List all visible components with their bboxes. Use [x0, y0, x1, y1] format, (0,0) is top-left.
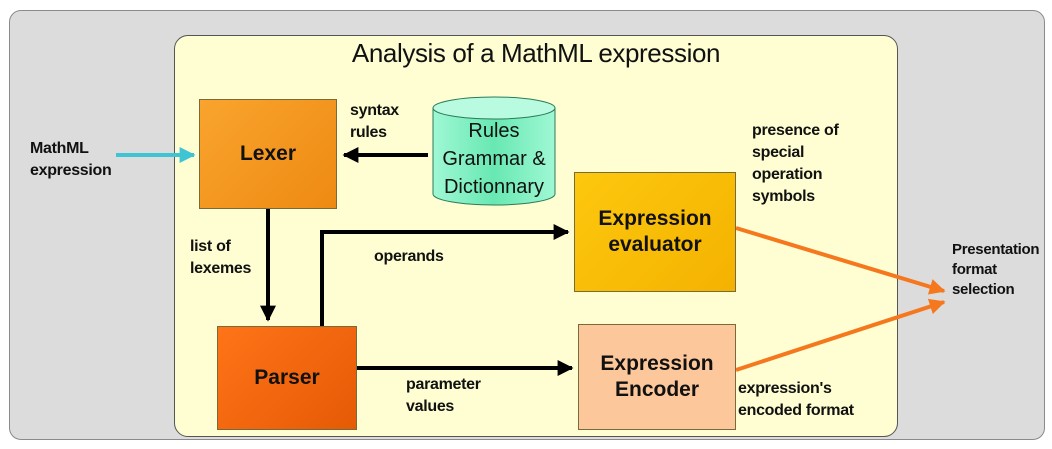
- lexer-box: Lexer: [199, 99, 337, 209]
- diagram-title: Analysis of a MathML expression: [351, 38, 721, 68]
- operands-label: operands: [374, 248, 444, 265]
- lexer-label: Lexer: [239, 141, 297, 165]
- encoded-format-label: expression's encoded format: [738, 380, 854, 419]
- encoder-output-arrow: [735, 298, 946, 372]
- parser-label: Parser: [254, 365, 320, 389]
- expression-evaluator-box: Expression evaluator: [574, 172, 736, 292]
- list-of-lexemes-label: list of lexemes: [190, 238, 252, 277]
- parameter-values-label: parameter values: [406, 376, 481, 415]
- input-label: MathML expression: [30, 140, 112, 179]
- output-label: Presentation format selection: [952, 241, 1040, 298]
- evaluator-label: Expression evaluator: [598, 206, 712, 256]
- special-symbols-label: presence of special operation symbols: [752, 122, 839, 205]
- rules-line: Rules Grammar & Dictionnary: [442, 120, 546, 198]
- parser-box: Parser: [217, 326, 357, 430]
- expression-encoder-box: Expression Encoder: [578, 324, 736, 430]
- evaluator-output-arrow: [735, 226, 946, 295]
- operands-arrow: [320, 224, 570, 326]
- encoder-label: Expression Encoder: [600, 351, 714, 401]
- syntax-rules-label: syntax rules: [350, 102, 399, 141]
- rules-database-cylinder: [432, 96, 556, 206]
- rules-database-label: Rules Grammar & Dictionnary: [433, 117, 555, 201]
